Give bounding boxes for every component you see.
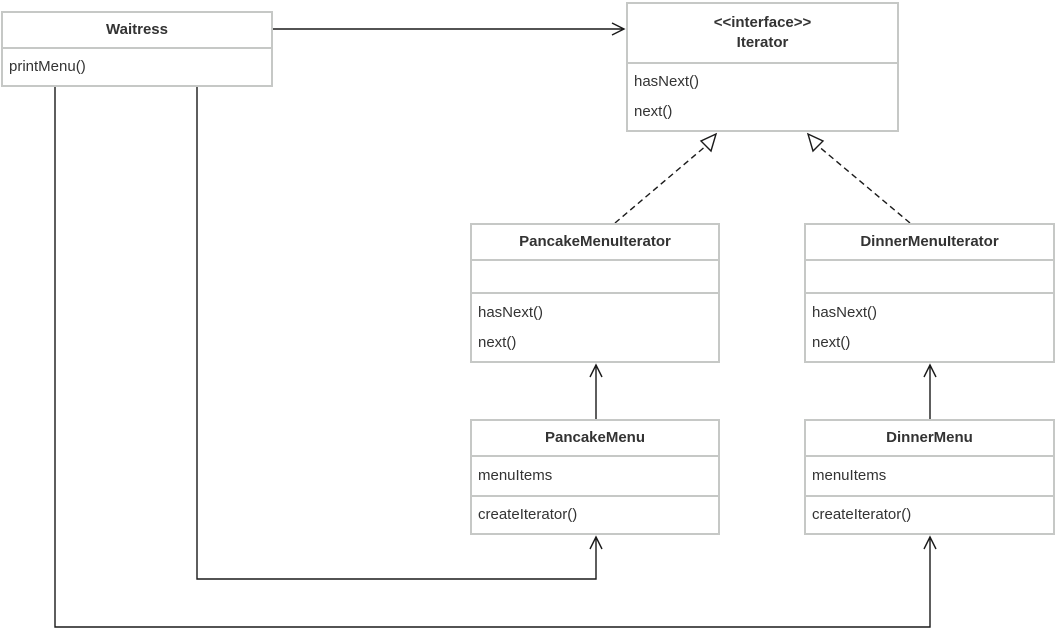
class-pancake-menu-iterator-name: PancakeMenuIterator — [519, 233, 671, 250]
class-dinner-menu-name: DinnerMenu — [886, 429, 973, 446]
association-pancake-menu-iterator-arrowhead — [589, 363, 603, 378]
class-dinner-menu-header: DinnerMenu — [806, 421, 1053, 457]
class-pancake-menu-iterator-attributes — [472, 261, 718, 294]
class-iterator-methods: hasNext() next() — [628, 64, 897, 130]
class-dinner-menu-iterator-header: DinnerMenuIterator — [806, 225, 1053, 261]
method-item: next() — [634, 103, 673, 120]
method-item: hasNext() — [478, 303, 544, 321]
realization-pancake-iterator — [614, 144, 708, 224]
class-waitress-methods: printMenu() — [3, 49, 271, 85]
attribute-item: menuItems — [478, 467, 553, 484]
class-dinner-menu-attributes: menuItems — [806, 457, 1053, 497]
class-waitress-name: Waitress — [106, 21, 168, 38]
class-pancake-menu-methods: createIterator() — [472, 497, 718, 533]
attribute-item: menuItems — [812, 467, 887, 484]
method-item: printMenu() — [9, 58, 86, 75]
class-pancake-menu-iterator[interactable]: PancakeMenuIterator hasNext() next() — [470, 223, 720, 363]
association-waitress-dinner-menu-arrowhead — [923, 535, 937, 550]
method-item: hasNext() — [634, 73, 700, 90]
class-dinner-menu-iterator-methods: hasNext() next() — [806, 294, 1053, 361]
class-waitress-header: Waitress — [3, 13, 271, 49]
class-iterator-stereotype: <<interface>> — [713, 14, 812, 31]
realization-dinner-iterator-triangle — [806, 132, 825, 153]
class-iterator-name: Iterator — [736, 34, 789, 51]
realization-dinner-iterator — [816, 144, 911, 224]
class-pancake-menu-attributes: menuItems — [472, 457, 718, 497]
class-pancake-menu-iterator-header: PancakeMenuIterator — [472, 225, 718, 261]
class-pancake-menu-iterator-methods: hasNext() next() — [472, 294, 718, 361]
association-waitress-iterator-arrowhead — [611, 22, 626, 36]
realization-pancake-iterator-triangle — [699, 132, 718, 153]
association-waitress-pancake-menu — [196, 87, 597, 580]
class-pancake-menu-header: PancakeMenu — [472, 421, 718, 457]
method-item: createIterator() — [812, 506, 912, 523]
method-item: createIterator() — [478, 506, 578, 523]
class-dinner-menu-iterator-attributes — [806, 261, 1053, 294]
method-item: next() — [478, 333, 517, 351]
class-dinner-menu[interactable]: DinnerMenu menuItems createIterator() — [804, 419, 1055, 535]
class-dinner-menu-iterator-name: DinnerMenuIterator — [860, 233, 999, 250]
method-item: hasNext() — [812, 303, 878, 321]
class-iterator[interactable]: <<interface>> Iterator hasNext() next() — [626, 2, 899, 132]
class-waitress[interactable]: Waitress printMenu() — [1, 11, 273, 87]
association-waitress-dinner-menu — [54, 87, 931, 628]
association-dinner-menu-iterator-arrowhead — [923, 363, 937, 378]
association-waitress-pancake-menu-arrowhead — [589, 535, 603, 550]
class-dinner-menu-iterator[interactable]: DinnerMenuIterator hasNext() next() — [804, 223, 1055, 363]
class-pancake-menu-name: PancakeMenu — [544, 429, 646, 446]
class-dinner-menu-methods: createIterator() — [806, 497, 1053, 533]
class-pancake-menu[interactable]: PancakeMenu menuItems createIterator() — [470, 419, 720, 535]
class-iterator-header: <<interface>> Iterator — [628, 4, 897, 64]
method-item: next() — [812, 333, 851, 351]
